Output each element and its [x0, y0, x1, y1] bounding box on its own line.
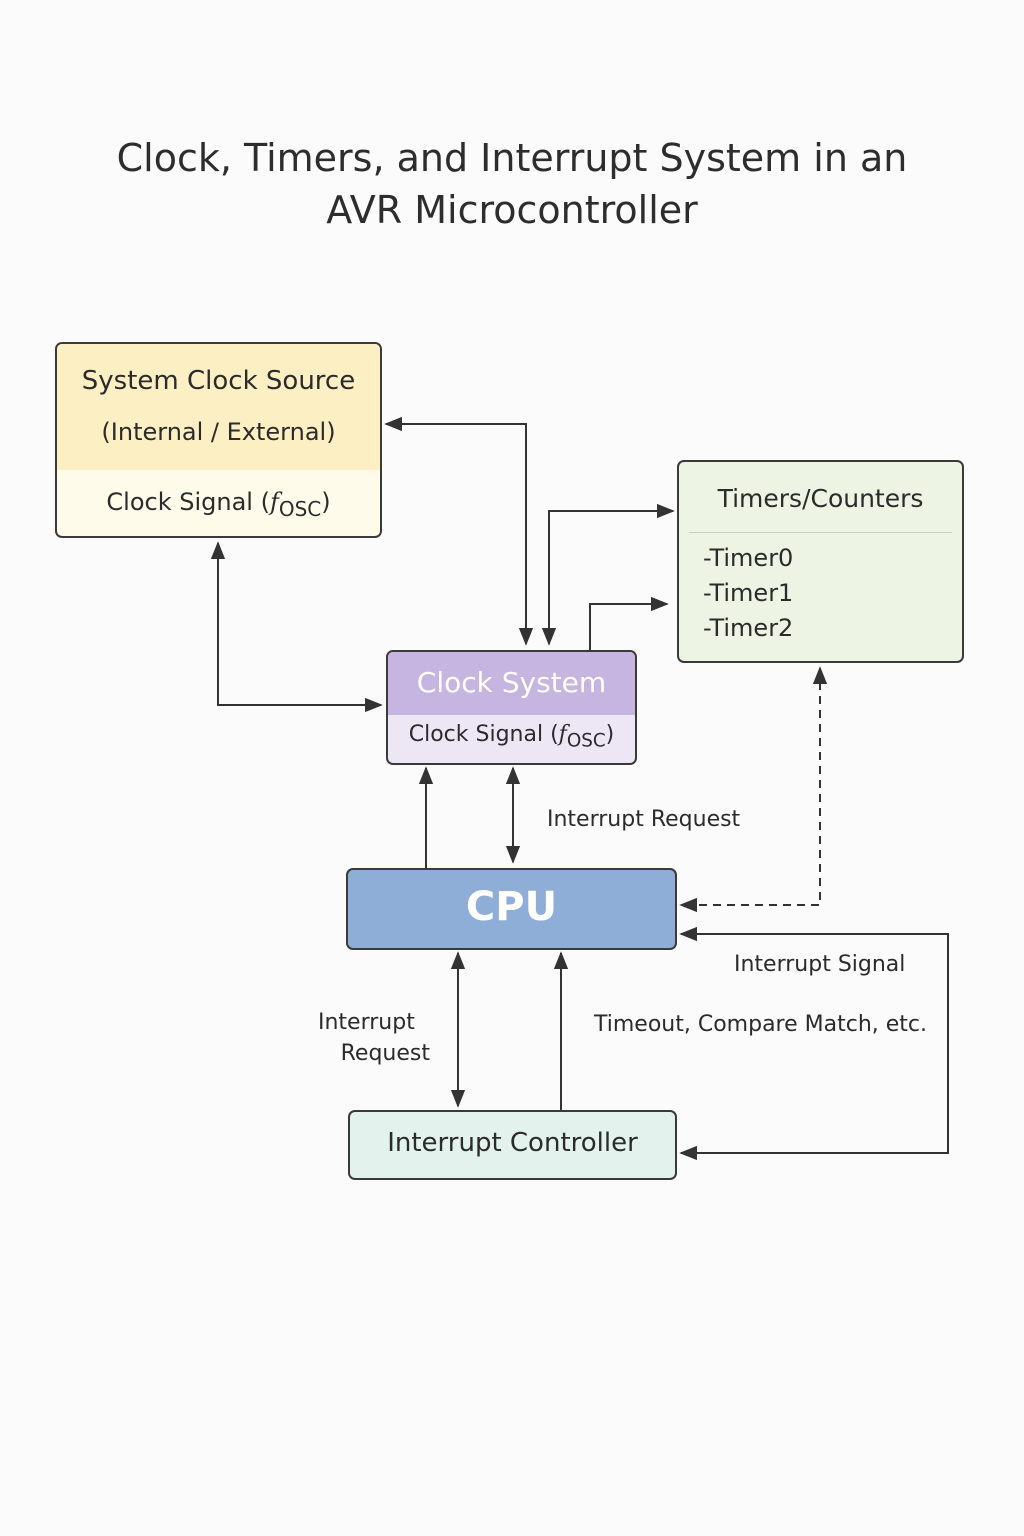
edge-label-interrupt-signal: Interrupt Signal	[734, 952, 906, 977]
timers-counters-divider	[689, 532, 952, 533]
cpu-node: CPU	[346, 868, 677, 950]
signal-subscript: OSC	[278, 496, 322, 521]
system-clock-source-signal: Clock Signal (fOSC)	[57, 488, 380, 521]
clock-system-header-band	[388, 652, 635, 715]
clock-system-signal: Clock Signal (fOSC)	[388, 722, 635, 751]
interrupt-controller-node: Interrupt Controller	[348, 1110, 677, 1180]
system-clock-source-subtitle: (Internal / External)	[101, 418, 336, 446]
signal-close: )	[321, 488, 331, 516]
signal-subscript: OSC	[566, 730, 606, 752]
signal-close: )	[605, 722, 615, 747]
edge-clocksystem-to-timers-2	[589, 596, 669, 650]
signal-symbol: f	[269, 488, 279, 516]
timer-item: -Timer0	[703, 544, 794, 572]
timer-item: -Timer1	[703, 579, 794, 607]
edge-label-interrupt-request: Interrupt Request	[547, 807, 741, 832]
clock-system-title: Clock System	[416, 666, 607, 699]
signal-text: Clock Signal (	[106, 488, 270, 516]
timer-item: -Timer2	[703, 614, 794, 642]
cpu-title: CPU	[465, 884, 558, 930]
edge-clocksystem-to-source	[384, 416, 534, 646]
signal-text: Clock Signal (	[408, 722, 559, 747]
system-clock-source-title: System Clock Source	[81, 366, 356, 396]
edge-timers-to-cpu-dashed	[679, 666, 828, 913]
interrupt-controller-title: Interrupt Controller	[387, 1128, 638, 1158]
edge-label-timeout: Timeout, Compare Match, etc.	[594, 1012, 928, 1037]
clock-system-node: Clock System Clock Signal (fOSC)	[386, 650, 637, 765]
system-clock-source-node: System Clock Source (Internal / External…	[55, 342, 382, 538]
edge-label-line: Interrupt	[318, 1010, 415, 1035]
edge-label-line: Request	[340, 1041, 430, 1066]
edge-clocksystem-to-timers-1	[541, 503, 675, 646]
page-title: Clock, Timers, and Interrupt System in a…	[112, 132, 912, 236]
edge-label-interrupt-request-left: Interrupt Request	[318, 1010, 430, 1066]
page-title-line1: Clock, Timers, and Interrupt System in a…	[116, 136, 908, 180]
page-title-line2: AVR Microcontroller	[326, 188, 698, 232]
edge-source-to-clocksystem	[210, 541, 383, 713]
signal-symbol: f	[558, 722, 567, 747]
timers-counters-title: Timers/Counters	[717, 484, 924, 513]
edge-ic-cpu-loop	[679, 926, 949, 1161]
system-clock-source-header-band	[57, 344, 380, 470]
timers-counters-node: Timers/Counters -Timer0 -Timer1 -Timer2	[677, 460, 964, 663]
